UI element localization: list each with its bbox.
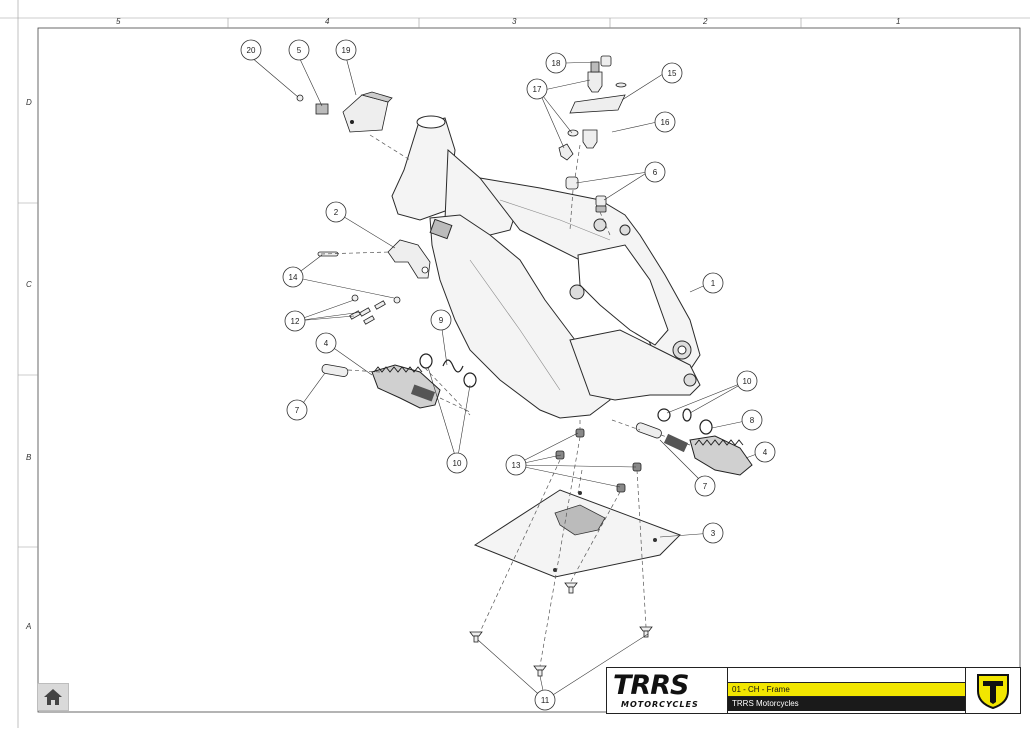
svg-text:20: 20 bbox=[247, 46, 256, 55]
callout-4-left[interactable]: 4 bbox=[315, 332, 337, 354]
svg-text:5: 5 bbox=[297, 46, 302, 55]
pin-parts bbox=[321, 364, 662, 439]
svg-text:2: 2 bbox=[334, 208, 339, 217]
screw-11-parts bbox=[469, 582, 653, 677]
svg-text:13: 13 bbox=[512, 461, 521, 470]
column-ticks bbox=[0, 17, 1030, 28]
svg-text:8: 8 bbox=[750, 416, 755, 425]
callout-14[interactable]: 14 bbox=[282, 266, 304, 288]
column-label: 3 bbox=[512, 17, 517, 26]
home-button[interactable] bbox=[37, 683, 69, 711]
callout-1[interactable]: 1 bbox=[702, 272, 724, 294]
callout-19[interactable]: 19 bbox=[335, 39, 357, 61]
document-title: 01 - CH - Frame bbox=[728, 682, 965, 697]
callout-20[interactable]: 20 bbox=[240, 39, 262, 61]
row-label: C bbox=[26, 280, 32, 289]
svg-text:10: 10 bbox=[743, 377, 752, 386]
row-label: B bbox=[26, 453, 32, 462]
callout-16[interactable]: 16 bbox=[654, 111, 676, 133]
svg-text:6: 6 bbox=[653, 168, 658, 177]
callout-6[interactable]: 6 bbox=[644, 161, 666, 183]
svg-text:17: 17 bbox=[533, 85, 542, 94]
callout-8[interactable]: 8 bbox=[741, 409, 763, 431]
callout-12[interactable]: 12 bbox=[284, 310, 306, 332]
svg-text:19: 19 bbox=[342, 46, 351, 55]
home-icon bbox=[44, 689, 62, 705]
company-name: TRRS Motorcycles bbox=[728, 697, 965, 711]
row-ticks bbox=[17, 0, 38, 728]
title-block: TRRS MOTORCYCLES 01 - CH - Frame TRRS Mo… bbox=[606, 667, 1021, 714]
document-info: 01 - CH - Frame TRRS Motorcycles bbox=[728, 668, 965, 713]
callout-15[interactable]: 15 bbox=[661, 62, 683, 84]
brand-logo: TRRS MOTORCYCLES bbox=[607, 668, 728, 713]
callout-7-right[interactable]: 7 bbox=[694, 475, 716, 497]
svg-text:7: 7 bbox=[703, 482, 708, 491]
svg-text:4: 4 bbox=[763, 448, 768, 457]
callout-11[interactable]: 11 bbox=[534, 689, 556, 711]
key-switch-parts bbox=[558, 55, 627, 213]
callout-13[interactable]: 13 bbox=[505, 454, 527, 476]
column-label: 1 bbox=[896, 17, 901, 26]
trrs-shield-icon bbox=[977, 673, 1009, 709]
washer-parts bbox=[419, 353, 713, 435]
footpeg-right-part bbox=[663, 433, 753, 476]
brand-emblem bbox=[965, 668, 1020, 713]
svg-text:15: 15 bbox=[668, 69, 677, 78]
callout-4-right[interactable]: 4 bbox=[754, 441, 776, 463]
callout-9[interactable]: 9 bbox=[430, 309, 452, 331]
svg-text:12: 12 bbox=[291, 317, 300, 326]
callout-7-left[interactable]: 7 bbox=[286, 399, 308, 421]
callout-10-left[interactable]: 10 bbox=[446, 452, 468, 474]
skid-plate-part bbox=[473, 489, 681, 578]
row-label: A bbox=[26, 622, 32, 631]
svg-text:18: 18 bbox=[552, 59, 561, 68]
drawing-border bbox=[37, 27, 1021, 713]
svg-text:9: 9 bbox=[439, 316, 444, 325]
callout-10-right[interactable]: 10 bbox=[736, 370, 758, 392]
callout-17[interactable]: 17 bbox=[526, 78, 548, 100]
svg-text:4: 4 bbox=[324, 339, 329, 348]
callout-5[interactable]: 5 bbox=[288, 39, 310, 61]
assembly-lines bbox=[320, 134, 691, 667]
callout-18[interactable]: 18 bbox=[545, 52, 567, 74]
svg-text:10: 10 bbox=[453, 459, 462, 468]
callout-3[interactable]: 3 bbox=[702, 522, 724, 544]
relay-19-part bbox=[296, 91, 393, 133]
frame-part bbox=[391, 115, 701, 419]
svg-text:7: 7 bbox=[295, 406, 300, 415]
column-label: 5 bbox=[116, 17, 121, 26]
callout-2[interactable]: 2 bbox=[325, 201, 347, 223]
logo-tagline: MOTORCYCLES bbox=[621, 700, 699, 709]
callouts: 20 5 19 18 17 15 16 6 2 14 1 12 9 4 10 7… bbox=[240, 39, 776, 711]
svg-text:11: 11 bbox=[541, 696, 550, 705]
row-label: D bbox=[26, 98, 32, 107]
logo-wordmark: TRRS bbox=[613, 670, 689, 701]
svg-text:3: 3 bbox=[711, 529, 716, 538]
column-label: 2 bbox=[703, 17, 708, 26]
footpeg-left-part bbox=[371, 364, 441, 409]
column-label: 4 bbox=[325, 17, 330, 26]
svg-text:14: 14 bbox=[289, 273, 298, 282]
svg-text:1: 1 bbox=[711, 279, 716, 288]
bracket-2-part bbox=[317, 239, 431, 325]
svg-text:16: 16 bbox=[661, 118, 670, 127]
